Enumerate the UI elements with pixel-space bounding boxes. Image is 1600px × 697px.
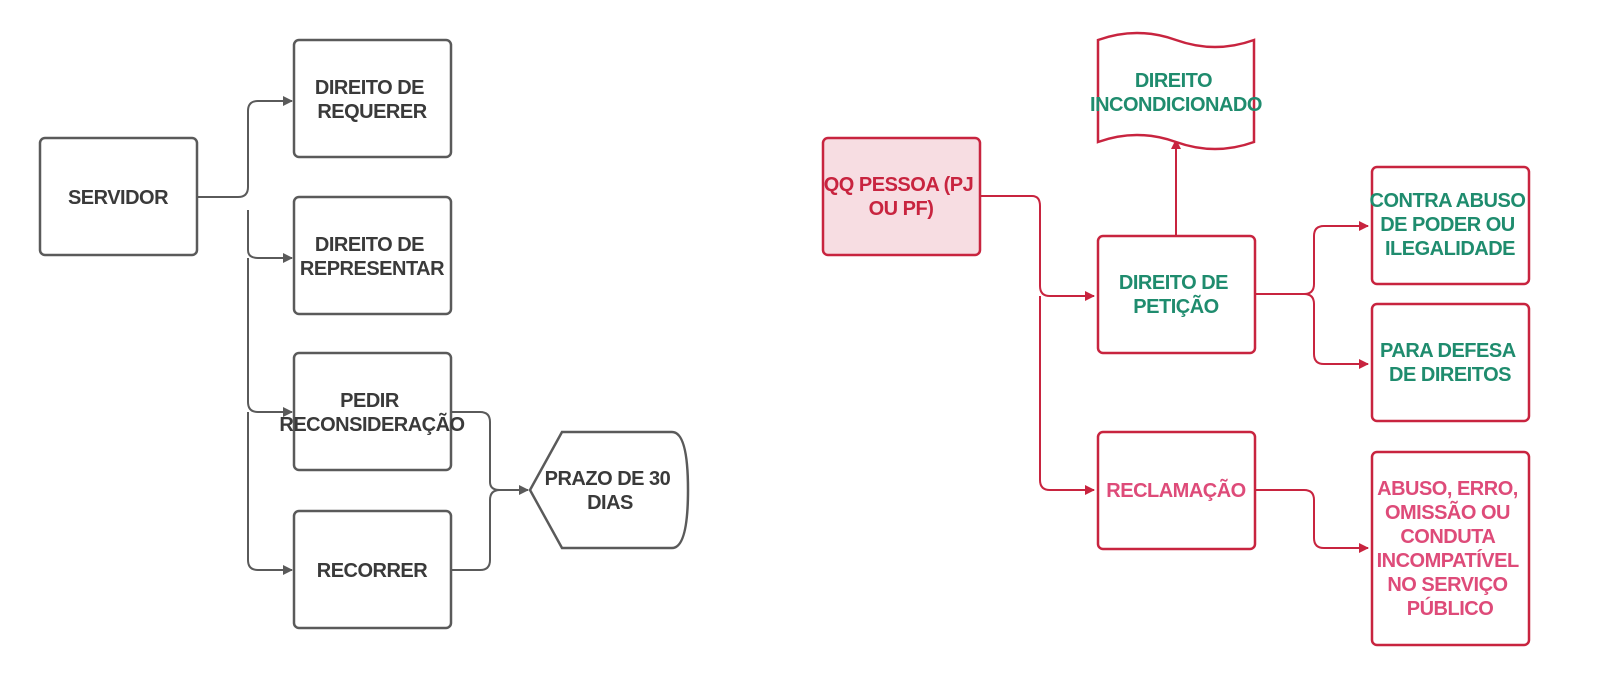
defesa-direitos-box xyxy=(1370,302,1531,423)
recorrer-label: RECORRER xyxy=(317,560,429,582)
direito-representar-box xyxy=(292,195,453,316)
connector-servidor-representar xyxy=(247,210,293,263)
abuso-erro-label-line: INCOMPATÍVEL xyxy=(1377,549,1519,572)
left-connectors xyxy=(198,96,529,575)
direito-incondicionado-label-line: INCONDICIONADO xyxy=(1090,94,1262,116)
direito-requerer-box xyxy=(292,38,453,159)
direito-requerer-label-line: REQUERER xyxy=(317,101,427,123)
contra-abuso-box xyxy=(1370,165,1531,286)
abuso-erro-label: ABUSO, ERRO, OMISSÃO OU CONDUTA INCOMPAT… xyxy=(1377,478,1524,620)
recorrer-box xyxy=(292,509,453,630)
prazo-label-line: PRAZO DE 30 xyxy=(545,468,671,490)
reclamacao-label-line: RECLAMAÇÃO xyxy=(1106,479,1245,502)
direito-peticao-label-line: PETIÇÃO xyxy=(1133,295,1218,318)
defesa-direitos-label-line: PARA DEFESA xyxy=(1380,340,1516,362)
direito-peticao-label-line: DIREITO DE xyxy=(1119,272,1228,294)
contra-abuso-label-line: ILEGALIDADE xyxy=(1385,238,1515,260)
connector-recorrer-prazo xyxy=(452,489,501,571)
direito-peticao-label: DIREITO DE PETIÇÃO xyxy=(1119,272,1233,318)
contra-abuso-label-line: CONTRA ABUSO xyxy=(1370,190,1526,212)
abuso-erro-box xyxy=(1370,450,1531,647)
prazo-label-line: DIAS xyxy=(587,492,633,514)
connector-servidor-recorrer xyxy=(247,412,293,575)
direito-incondicionado-label-line: DIREITO xyxy=(1135,70,1212,92)
prazo-label: PRAZO DE 30 DIAS xyxy=(545,468,676,514)
direito-peticao-box xyxy=(1096,234,1257,355)
recorrer-label-line: RECORRER xyxy=(317,560,429,582)
direito-incondicionado-shape xyxy=(1096,31,1256,151)
abuso-erro-label-line: CONDUTA xyxy=(1400,526,1495,548)
abuso-erro-label-line: ABUSO, ERRO, xyxy=(1377,478,1518,500)
abuso-erro-label-line: PÚBLICO xyxy=(1407,596,1494,620)
qq-pessoa-label: QQ PESSOA (PJ OU PF) xyxy=(824,174,979,220)
servidor-label-line: SERVIDOR xyxy=(68,187,169,209)
right-connectors xyxy=(980,139,1369,553)
contra-abuso-label-line: DE PODER OU xyxy=(1380,214,1515,236)
connector-pessoa-peticao xyxy=(980,195,1095,301)
abuso-erro-label-line: NO SERVIÇO xyxy=(1387,574,1507,596)
abuso-erro-label-line: OMISSÃO OU xyxy=(1385,501,1510,524)
direito-representar-label-line: DIREITO DE xyxy=(315,234,424,256)
connector-servidor-reconsideracao xyxy=(247,258,292,413)
contra-abuso-label: CONTRA ABUSO DE PODER OU ILEGALIDADE xyxy=(1370,190,1531,260)
qq-pessoa-label-line: OU PF) xyxy=(869,198,934,220)
connector-servidor-requerer xyxy=(198,96,293,198)
direito-representar-label: DIREITO DE REPRESENTAR xyxy=(300,234,445,280)
direito-representar-label-line: REPRESENTAR xyxy=(300,258,445,280)
connector-peticao-defesa xyxy=(1303,293,1369,369)
servidor-box xyxy=(38,136,199,257)
connector-reclamacao-abuso-erro xyxy=(1254,489,1369,553)
pedir-reconsideracao-label-line: RECONSIDERAÇÃO xyxy=(279,413,464,436)
reclamacao-label: RECLAMAÇÃO xyxy=(1106,479,1245,502)
pedir-reconsideracao-label-line: PEDIR xyxy=(340,390,400,412)
servidor-label: SERVIDOR xyxy=(68,187,169,209)
direito-requerer-label-line: DIREITO DE xyxy=(315,77,424,99)
connector-pessoa-reclamacao xyxy=(1039,296,1095,495)
qq-pessoa-label-line: QQ PESSOA (PJ xyxy=(824,174,973,196)
reclamacao-box xyxy=(1096,430,1257,551)
qq-pessoa-box xyxy=(821,136,982,257)
defesa-direitos-label: PARA DEFESA DE DIREITOS xyxy=(1380,340,1520,386)
prazo-shape xyxy=(528,430,690,550)
defesa-direitos-label-line: DE DIREITOS xyxy=(1389,364,1511,386)
connector-peticao-contra-abuso xyxy=(1254,221,1369,295)
left-diagram: SERVIDOR DIREITO DE REQUERER DIREITO DE … xyxy=(38,38,690,630)
pedir-reconsideracao-label: PEDIR RECONSIDERAÇÃO xyxy=(279,390,464,436)
pedir-reconsideracao-box xyxy=(292,351,453,472)
direito-incondicionado-label: DIREITO INCONDICIONADO xyxy=(1090,70,1262,116)
right-diagram: QQ PESSOA (PJ OU PF) DIREITO INCONDICION… xyxy=(821,31,1531,647)
direito-requerer-label: DIREITO DE REQUERER xyxy=(315,77,429,123)
